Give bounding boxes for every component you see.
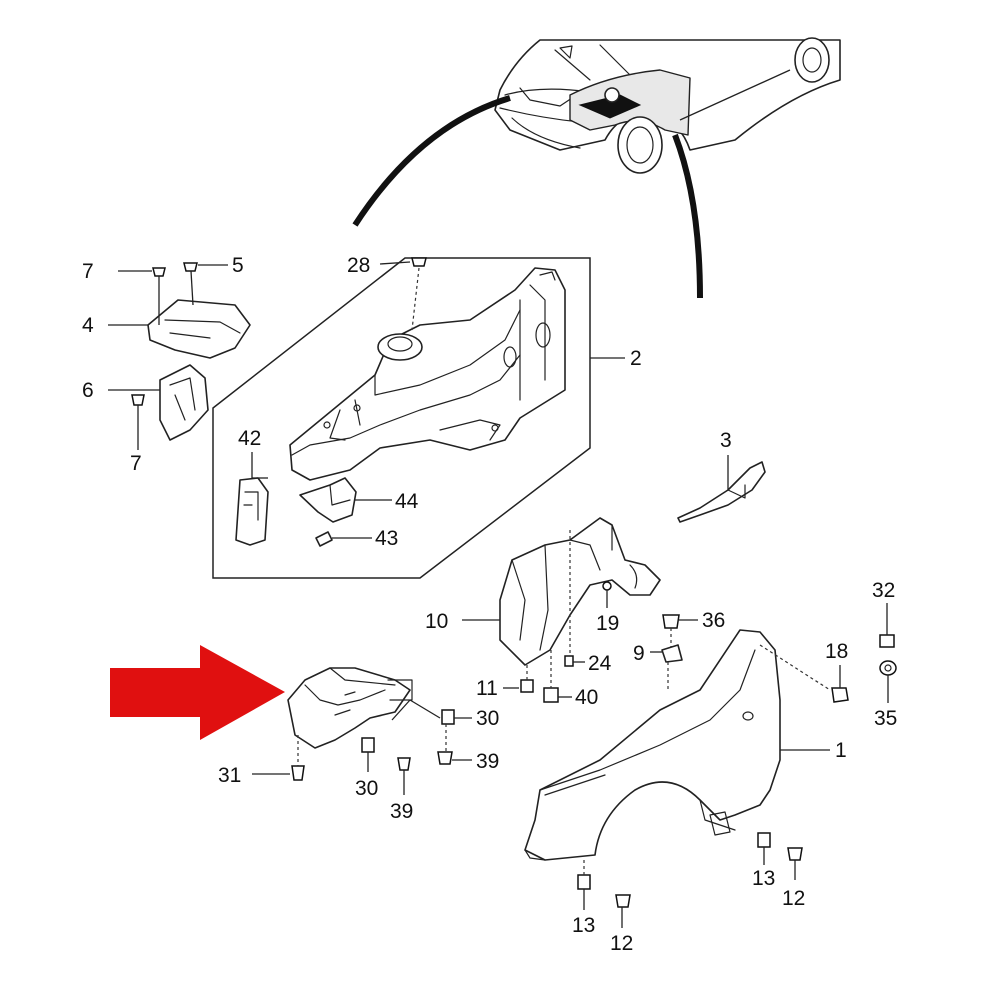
reinforcement-3 xyxy=(677,455,766,523)
callout-7-bottom: 7 xyxy=(130,452,142,475)
clip-30-left xyxy=(361,737,375,772)
callout-35: 35 xyxy=(874,707,897,730)
callout-9: 9 xyxy=(633,642,645,665)
clip-30-right xyxy=(441,709,472,725)
callout-13-left: 13 xyxy=(572,914,595,937)
clip-24 xyxy=(564,655,585,667)
callout-44: 44 xyxy=(395,490,419,513)
clip-43 xyxy=(315,531,372,547)
callout-3: 3 xyxy=(720,429,732,452)
screw-19 xyxy=(602,581,612,608)
callout-31: 31 xyxy=(218,764,241,787)
front-apron-assembly xyxy=(289,267,566,481)
assembly-frame xyxy=(212,257,591,579)
bolt-40 xyxy=(543,650,572,703)
callout-7-top: 7 xyxy=(82,260,94,283)
callout-30-left: 30 xyxy=(355,777,378,800)
bolt-12-left xyxy=(615,894,631,928)
callout-19: 19 xyxy=(596,612,619,635)
callout-2: 2 xyxy=(630,347,642,370)
bolt-18 xyxy=(831,665,849,703)
arc-left xyxy=(352,95,511,227)
callout-42: 42 xyxy=(238,427,261,450)
nut-32 xyxy=(879,603,895,648)
clip-13-right xyxy=(757,832,771,865)
callout-12-left: 12 xyxy=(610,932,633,955)
callout-39-right: 39 xyxy=(476,750,499,773)
callout-10: 10 xyxy=(425,610,448,633)
red-arrow-icon xyxy=(110,645,285,740)
fender-liner-10 xyxy=(462,517,661,666)
brace-group-4-6 xyxy=(108,262,251,450)
callout-5: 5 xyxy=(232,254,244,277)
callout-6: 6 xyxy=(82,379,94,402)
callout-28: 28 xyxy=(347,254,370,277)
washer-35 xyxy=(879,660,897,703)
callout-39-left: 39 xyxy=(390,800,413,823)
callout-32: 32 xyxy=(872,579,895,602)
bolt-39-right xyxy=(437,724,472,765)
callout-13-right: 13 xyxy=(752,867,775,890)
callout-18: 18 xyxy=(825,640,848,663)
front-fender-1 xyxy=(524,629,831,861)
arc-right xyxy=(672,133,703,299)
clip-13-left xyxy=(577,860,591,910)
callout-11: 11 xyxy=(476,677,498,700)
callout-24: 24 xyxy=(588,652,612,675)
callout-1: 1 xyxy=(835,739,847,762)
bolt-28 xyxy=(379,257,427,331)
callout-4: 4 xyxy=(82,314,94,337)
bracket-44 xyxy=(299,477,392,523)
callout-30-right: 30 xyxy=(476,707,499,730)
splash-shield-highlighted xyxy=(287,667,441,749)
stud-31 xyxy=(252,735,305,781)
callout-40: 40 xyxy=(575,686,598,709)
bolt-11 xyxy=(503,665,534,693)
callout-36: 36 xyxy=(702,609,725,632)
bracket-9 xyxy=(650,644,683,690)
bracket-42 xyxy=(235,452,269,546)
bolt-39-left xyxy=(397,757,411,795)
callout-12-right: 12 xyxy=(782,887,805,910)
bolt-12-right xyxy=(787,847,803,880)
bolt-36 xyxy=(662,614,698,648)
callout-43: 43 xyxy=(375,527,398,550)
car-overview-illustration xyxy=(494,37,841,174)
